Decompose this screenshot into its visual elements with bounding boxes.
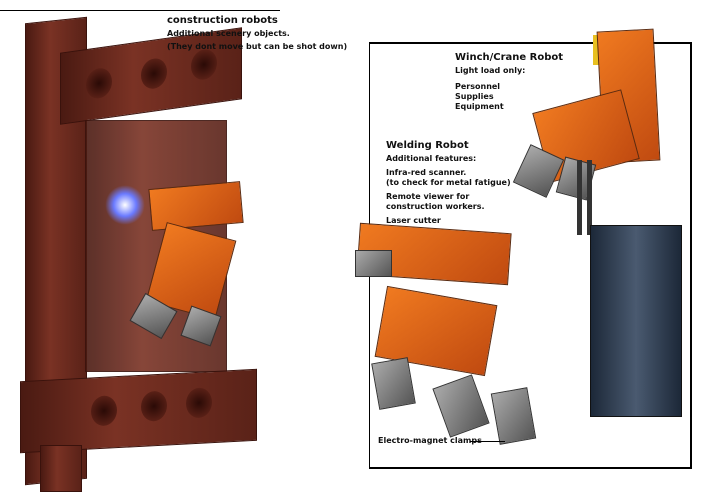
crane-subtitle: Light load only: — [455, 66, 526, 75]
callout-line — [470, 441, 505, 442]
left-title: construction robots — [167, 15, 278, 26]
clamps-callout: Electro-magnet clamps — [378, 436, 482, 445]
left-line: Additional scenery objects. — [167, 29, 290, 38]
left-line: (They dont move but can be shot down) — [167, 42, 348, 51]
crane-item: Supplies — [455, 92, 494, 101]
welding-feature: (to check for metal fatigue) — [386, 178, 511, 187]
welding-subtitle: Additional features: — [386, 154, 477, 163]
welding-feature: Remote viewer for — [386, 192, 470, 201]
welding-feature: Infra-red scanner. — [386, 168, 467, 177]
crane-item: Personnel — [455, 82, 501, 91]
cargo-column — [590, 225, 682, 417]
welding-feature: Laser cutter — [386, 216, 441, 225]
top-rule — [0, 10, 280, 11]
crane-item: Equipment — [455, 102, 504, 111]
welding-title: Welding Robot — [386, 140, 469, 151]
welding-spark — [105, 185, 145, 225]
crane-title: Winch/Crane Robot — [455, 52, 564, 63]
welding-feature: construction workers. — [386, 202, 485, 211]
